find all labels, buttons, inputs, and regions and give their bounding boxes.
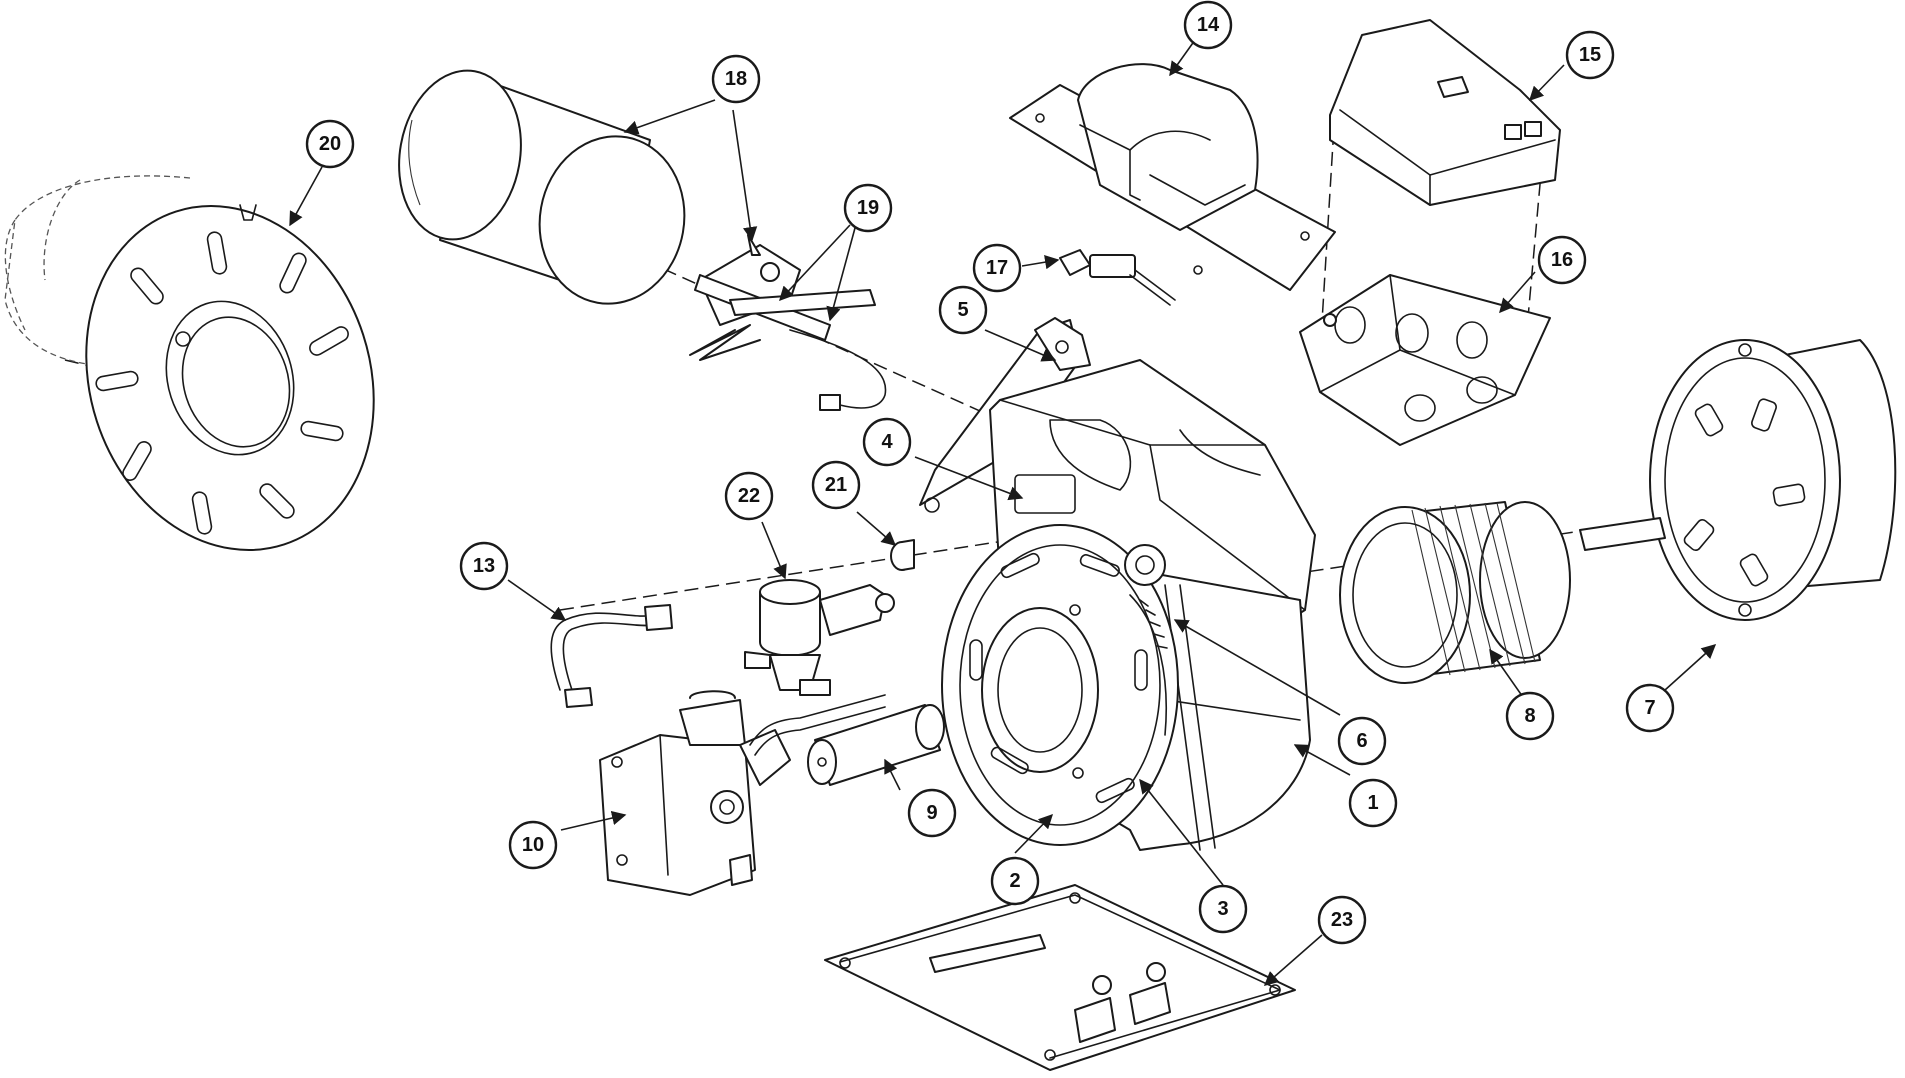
callout-6: 6 bbox=[1337, 716, 1387, 766]
callout-label: 13 bbox=[473, 555, 495, 577]
callout-label: 1 bbox=[1367, 792, 1378, 814]
callout-1: 1 bbox=[1348, 778, 1398, 828]
leader-lines bbox=[289, 39, 1717, 986]
callout-label: 20 bbox=[319, 133, 341, 155]
sub-base-part-16 bbox=[1299, 274, 1551, 446]
callout-5: 5 bbox=[938, 285, 988, 335]
callout-17: 17 bbox=[972, 243, 1022, 293]
blower-wheel-part-8 bbox=[1339, 501, 1571, 684]
control-box-part-15 bbox=[1329, 19, 1561, 206]
callout-21: 21 bbox=[811, 460, 861, 510]
callout-label: 21 bbox=[825, 474, 847, 496]
callout-label: 8 bbox=[1524, 705, 1535, 727]
callout-label: 10 bbox=[522, 834, 544, 856]
air-band-part-3 bbox=[1124, 544, 1168, 736]
callout-8: 8 bbox=[1505, 691, 1555, 741]
callout-3: 3 bbox=[1198, 884, 1248, 934]
callout-4: 4 bbox=[862, 417, 912, 467]
callout-10: 10 bbox=[508, 820, 558, 870]
callout-23: 23 bbox=[1317, 895, 1367, 945]
callout-15: 15 bbox=[1565, 30, 1615, 80]
callout-label: 2 bbox=[1009, 870, 1020, 892]
electrode-assembly-part-19 bbox=[689, 234, 887, 411]
base-plate-part-23 bbox=[824, 884, 1296, 1071]
callout-label: 6 bbox=[1356, 730, 1367, 752]
callout-label: 19 bbox=[857, 197, 879, 219]
callout-label: 15 bbox=[1579, 44, 1601, 66]
callout-label: 22 bbox=[738, 485, 760, 507]
callout-label: 14 bbox=[1197, 14, 1220, 36]
coupling-part-21 bbox=[890, 539, 915, 571]
callout-14: 14 bbox=[1183, 0, 1233, 50]
photocell-part-17 bbox=[1059, 249, 1176, 306]
cover-plate-part-14 bbox=[1009, 63, 1336, 291]
callout-label: 18 bbox=[725, 68, 747, 90]
callout-13: 13 bbox=[459, 541, 509, 591]
callout-7: 7 bbox=[1625, 683, 1675, 733]
callout-16: 16 bbox=[1537, 235, 1587, 285]
callout-label: 16 bbox=[1551, 249, 1573, 271]
callout-20: 20 bbox=[305, 119, 355, 169]
callout-22: 22 bbox=[724, 471, 774, 521]
motor-part-7 bbox=[1579, 339, 1897, 621]
callout-label: 9 bbox=[926, 802, 937, 824]
callout-label: 23 bbox=[1331, 909, 1353, 931]
callout-9: 9 bbox=[907, 788, 957, 838]
callout-label: 4 bbox=[881, 431, 893, 453]
fuel-pump-part-10 bbox=[599, 690, 886, 896]
mounting-flange-part-20 bbox=[4, 175, 375, 551]
air-inlet-plate-part-2 bbox=[941, 524, 1179, 846]
callout-19: 19 bbox=[843, 183, 893, 233]
callout-2: 2 bbox=[990, 856, 1040, 906]
solenoid-valve-part-22 bbox=[744, 579, 895, 696]
air-tube-part-18 bbox=[398, 69, 686, 305]
cylinder-part-9 bbox=[807, 704, 945, 786]
callout-label: 7 bbox=[1644, 697, 1655, 719]
callout-label: 3 bbox=[1217, 898, 1228, 920]
callout-label: 17 bbox=[986, 257, 1008, 279]
oil-line-part-13 bbox=[550, 604, 673, 708]
callout-label: 5 bbox=[957, 299, 968, 321]
callout-18: 18 bbox=[711, 54, 761, 104]
